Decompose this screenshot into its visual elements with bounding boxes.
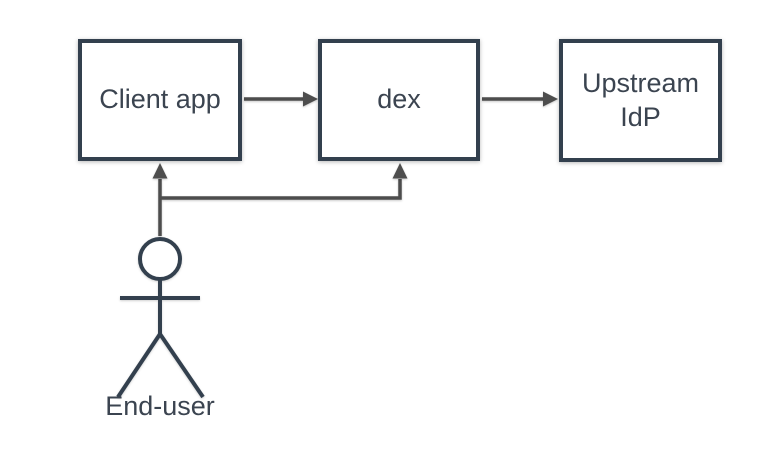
arrowhead-into-upstreamidp-icon (543, 91, 558, 107)
node-client-app-label: Client app (99, 84, 221, 115)
node-upstream-idp: Upstream IdP (559, 39, 722, 162)
node-client-app: Client app (78, 39, 242, 161)
actor-right-leg (158, 332, 205, 399)
edge-enduser-to-dex (160, 179, 402, 200)
end-user-label: End-user (105, 391, 215, 421)
arrowhead-into-dex-bottom-icon (392, 163, 408, 179)
node-dex: dex (318, 39, 480, 161)
actor-left-leg (116, 332, 162, 399)
arrowhead-into-dex-left-icon (303, 91, 318, 107)
end-user-actor-icon (116, 237, 205, 399)
actor-head (138, 237, 182, 281)
arrowhead-into-clientapp-bottom-icon (152, 163, 168, 179)
node-dex-label: dex (377, 84, 421, 115)
node-upstream-idp-label: Upstream IdP (581, 67, 700, 132)
